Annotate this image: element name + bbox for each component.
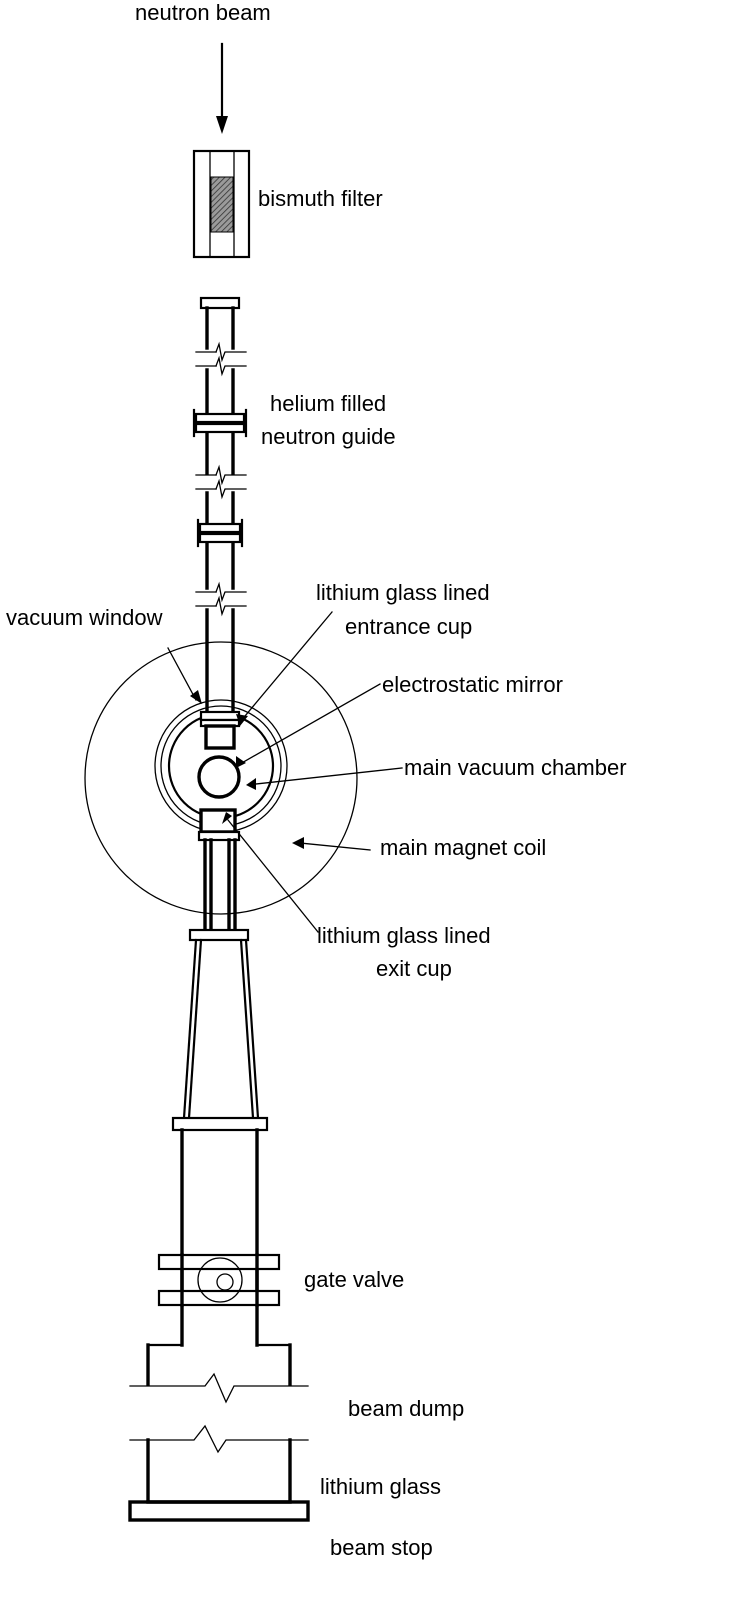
label-entrance-cup-line2: entrance cup <box>345 614 472 639</box>
beam-dump <box>129 1343 309 1504</box>
label-main-vacuum-chamber: main vacuum chamber <box>404 755 627 780</box>
leader-exit-cup <box>222 812 319 933</box>
label-beam-stop-line1: lithium glass <box>320 1474 441 1499</box>
label-beam-dump: beam dump <box>348 1396 464 1421</box>
main-magnet-coil <box>84 641 358 915</box>
gate-valve <box>157 1253 281 1307</box>
leader-entrance-cup <box>236 611 333 726</box>
helium-neutron-guide <box>192 296 248 716</box>
neutron-beam-arrow <box>216 42 228 134</box>
bismuth-filter <box>192 149 251 259</box>
leader-magnet-coil <box>292 837 371 851</box>
label-electrostatic-mirror: electrostatic mirror <box>382 672 563 697</box>
label-exit-cup-line1: lithium glass lined <box>317 923 491 948</box>
leader-vacuum-chamber <box>246 767 403 790</box>
tapered-section <box>171 938 269 1132</box>
label-exit-cup-line2: exit cup <box>376 956 452 981</box>
entrance-cup <box>199 710 241 750</box>
label-main-magnet-coil: main magnet coil <box>380 835 546 860</box>
label-helium-guide-line1: helium filled <box>270 391 386 416</box>
label-gate-valve: gate valve <box>304 1267 404 1292</box>
lower-pipe <box>180 1128 259 1347</box>
label-vacuum-window: vacuum window <box>6 605 163 630</box>
leader-vacuum-window <box>167 647 202 704</box>
label-neutron-beam: neutron beam <box>135 0 271 25</box>
label-bismuth-filter: bismuth filter <box>258 186 383 211</box>
exit-cup <box>188 808 250 942</box>
beam-stop <box>128 1500 310 1522</box>
electrostatic-mirror <box>197 755 241 799</box>
label-entrance-cup-line1: lithium glass lined <box>316 580 490 605</box>
leader-electrostatic-mirror <box>236 683 381 768</box>
label-beam-stop-line2: beam stop <box>330 1535 433 1560</box>
label-helium-guide-line2: neutron guide <box>261 424 396 449</box>
